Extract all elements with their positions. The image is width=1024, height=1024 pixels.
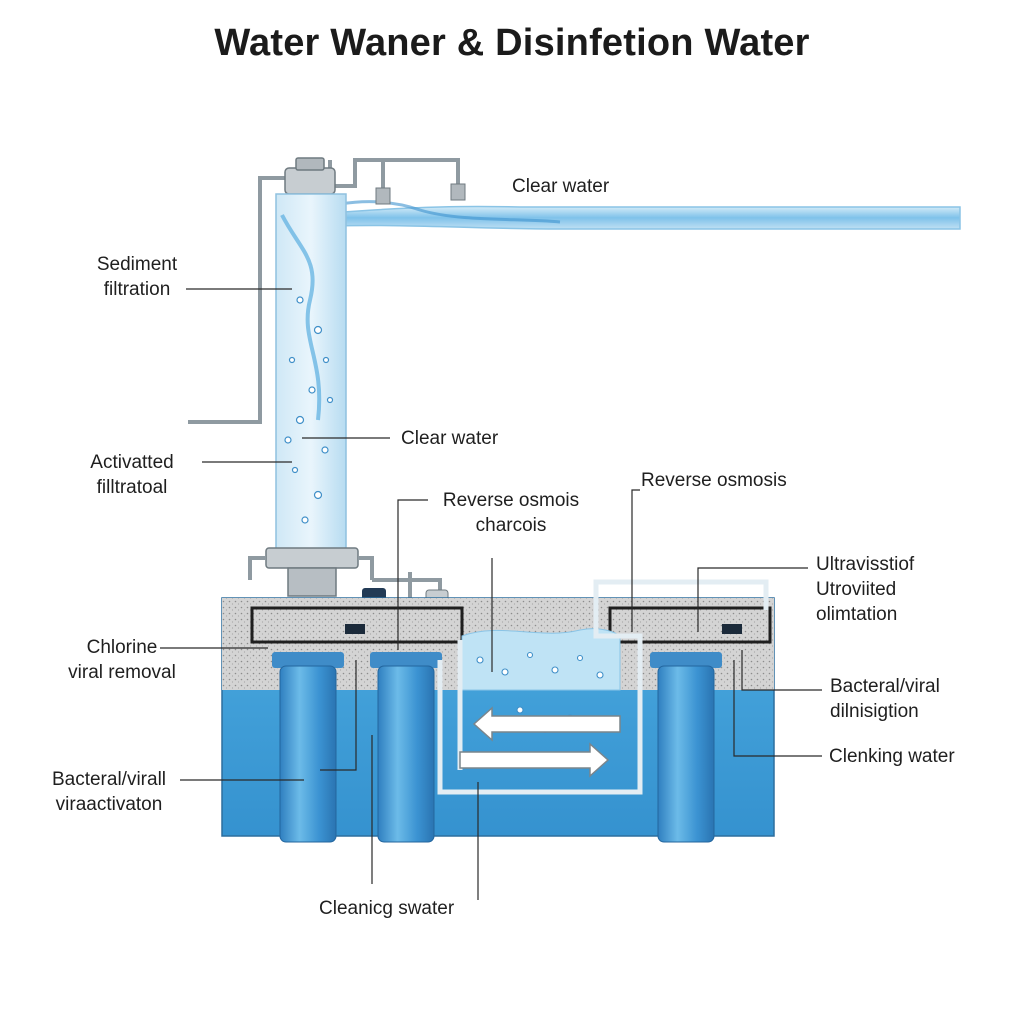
- label-clear-water-top: Clear water: [512, 176, 610, 197]
- label-bacterial-inactivation: Bacteral/virall viraactivaton: [51, 769, 167, 815]
- filter-cartridge-icon: [272, 652, 722, 843]
- label-bacterial-disinfection: Bacteral/viral dilnisigtion: [830, 676, 940, 722]
- outlet-pipe: [289, 200, 961, 230]
- valve-icon: [284, 157, 466, 205]
- label-activated-filtration: Activatted filltratoal: [90, 452, 174, 498]
- label-reverse-osmosis-charcoal: Reverse osmois charcois: [442, 490, 580, 536]
- label-sediment-filtration: Sediment filtration: [96, 254, 178, 300]
- label-ultraviolet: Ultravisstiof Utroviited olimtation: [816, 554, 915, 625]
- label-clenking-water: Clenking water: [829, 746, 955, 767]
- label-reverse-osmosis: Reverse osmosis: [641, 470, 787, 491]
- leader-lines: [160, 288, 822, 900]
- label-clear-water-mid: Clear water: [401, 428, 499, 449]
- flow-channel: [437, 579, 769, 795]
- diagram-title: Water Waner & Disinfetion Water: [214, 22, 810, 64]
- flow-arrow-icon: [459, 706, 621, 778]
- label-cleaning-water-bottom: Cleanicg swater: [319, 898, 455, 919]
- label-chlorine-viral-removal: Chlorine viral removal: [68, 637, 176, 683]
- filtration-column: [275, 193, 347, 551]
- water-bubbles-icon: [284, 296, 334, 524]
